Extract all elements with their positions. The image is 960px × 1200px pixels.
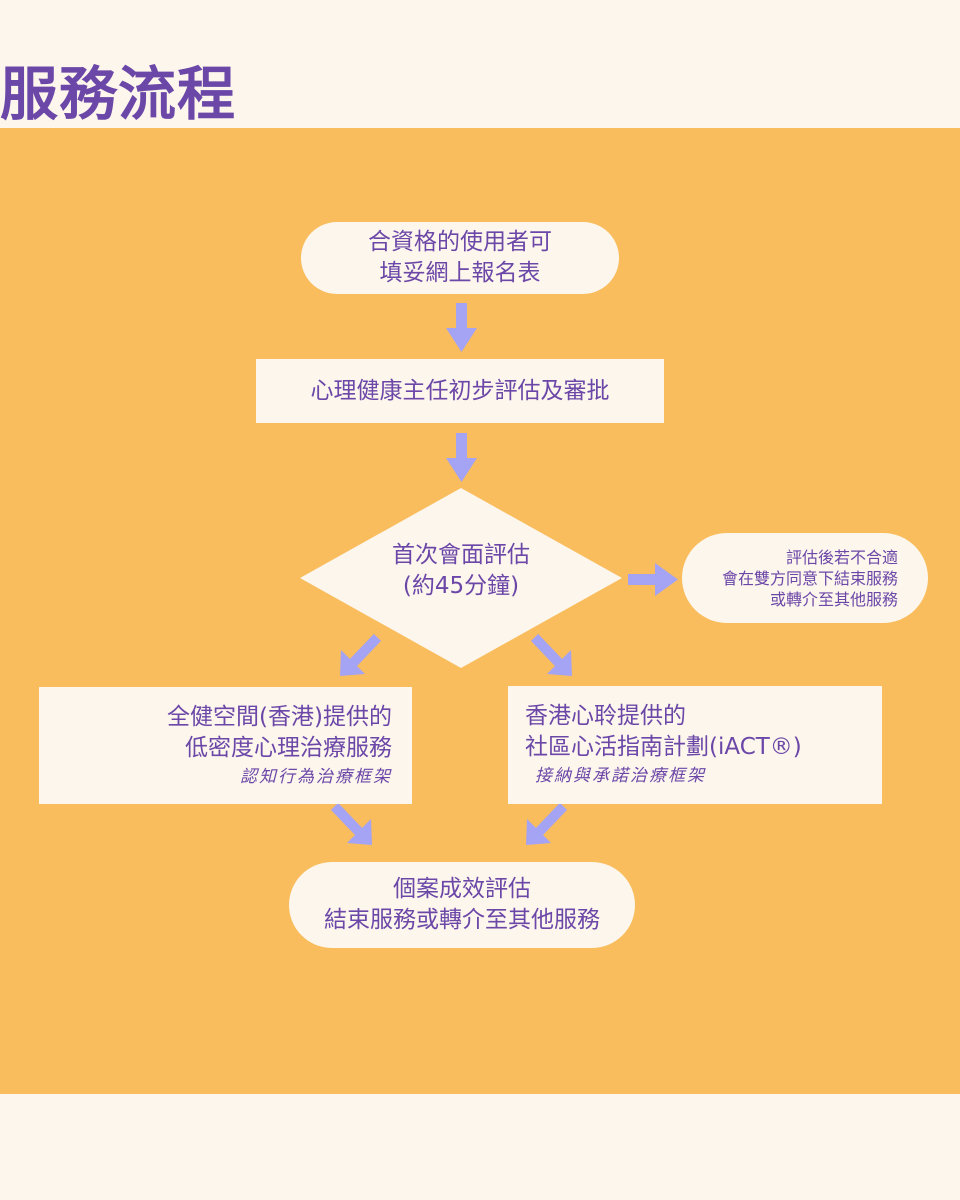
unsuitable-line1: 評估後若不合適	[785, 547, 898, 567]
decision-node-text: 首次會面評估 (約45分鐘)	[300, 540, 622, 602]
right-service-line1: 香港心聆提供的	[525, 703, 686, 729]
arrow-down-left-icon	[340, 633, 382, 676]
start-node-line1: 合資格的使用者可	[368, 229, 552, 255]
decision-node-line2: (約45分鐘)	[402, 573, 520, 599]
approval-node: 心理健康主任初步評估及審批	[256, 359, 664, 423]
right-service-node: 香港心聆提供的 社區心活指南計劃(iACT®) 接納與承諾治療框架	[508, 686, 882, 804]
decision-diamond	[300, 488, 622, 668]
left-service-line1: 全健空間(香港)提供的	[167, 703, 392, 730]
end-node: 個案成效評估 結束服務或轉介至其他服務	[289, 862, 635, 948]
arrow-down-left-icon	[526, 802, 568, 845]
arrow-down-icon	[446, 303, 477, 352]
approval-node-text: 心理健康主任初步評估及審批	[310, 377, 610, 404]
right-service-line2: 社區心活指南計劃(iACT®)	[525, 734, 802, 760]
left-service-line2: 低密度心理治療服務	[185, 734, 392, 761]
left-service-framework: 認知行為治療框架	[240, 766, 392, 787]
unsuitable-line3: 或轉介至其他服務	[769, 589, 898, 609]
right-service-framework: 接納與承諾治療框架	[535, 766, 706, 786]
arrow-down-right-icon	[530, 633, 572, 676]
end-node-line1: 個案成效評估	[393, 876, 531, 902]
start-node-line2: 填妥網上報名表	[379, 260, 541, 286]
arrow-down-right-icon	[330, 802, 372, 845]
end-node-line2: 結束服務或轉介至其他服務	[324, 907, 600, 933]
decision-node-line1: 首次會面評估	[392, 542, 530, 568]
unsuitable-line2: 會在雙方同意下結束服務	[721, 568, 898, 588]
arrow-down-icon	[446, 433, 477, 482]
arrow-right-icon	[628, 563, 678, 596]
page-title: 服務流程	[0, 60, 237, 128]
unsuitable-outcome-node: 評估後若不合適 會在雙方同意下結束服務 或轉介至其他服務	[682, 533, 928, 623]
left-service-node: 全健空間(香港)提供的 低密度心理治療服務 認知行為治療框架	[39, 687, 412, 804]
start-node: 合資格的使用者可 填妥網上報名表	[301, 222, 619, 294]
